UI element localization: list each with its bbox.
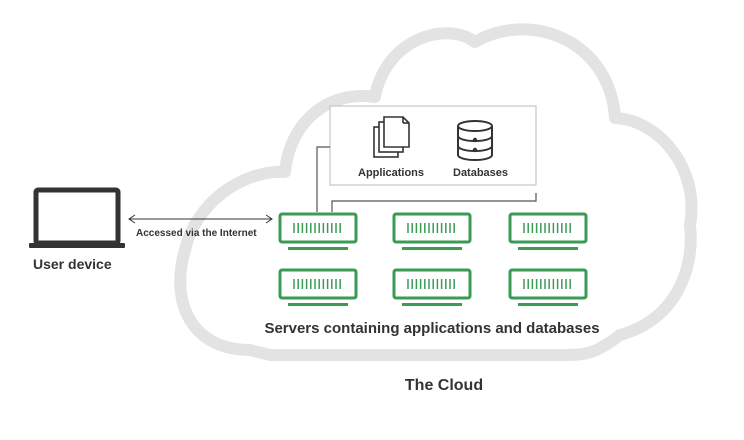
bracket-left — [316, 146, 330, 212]
documents-stack-icon — [373, 116, 410, 158]
server-rack-icon — [392, 212, 472, 250]
applications-label: Applications — [358, 167, 425, 179]
databases-label: Databases — [453, 167, 509, 179]
user-device-label: User device — [33, 256, 112, 272]
cloud-outline — [174, 23, 698, 361]
server-grid — [278, 212, 588, 306]
server-rack-icon — [278, 212, 358, 250]
server-rack-icon — [392, 268, 472, 306]
apps-databases-box — [329, 105, 537, 186]
server-rack-icon — [508, 268, 588, 306]
server-rack-icon — [278, 268, 358, 306]
double-arrow-icon — [128, 214, 273, 224]
database-icon — [457, 120, 493, 161]
bracket-right — [331, 193, 537, 212]
connection-label: Accessed via the Internet — [136, 228, 257, 239]
cloud-caption: The Cloud — [404, 377, 484, 394]
servers-caption: Servers containing applications and data… — [264, 320, 600, 337]
laptop-icon — [29, 187, 125, 248]
server-rack-icon — [508, 212, 588, 250]
